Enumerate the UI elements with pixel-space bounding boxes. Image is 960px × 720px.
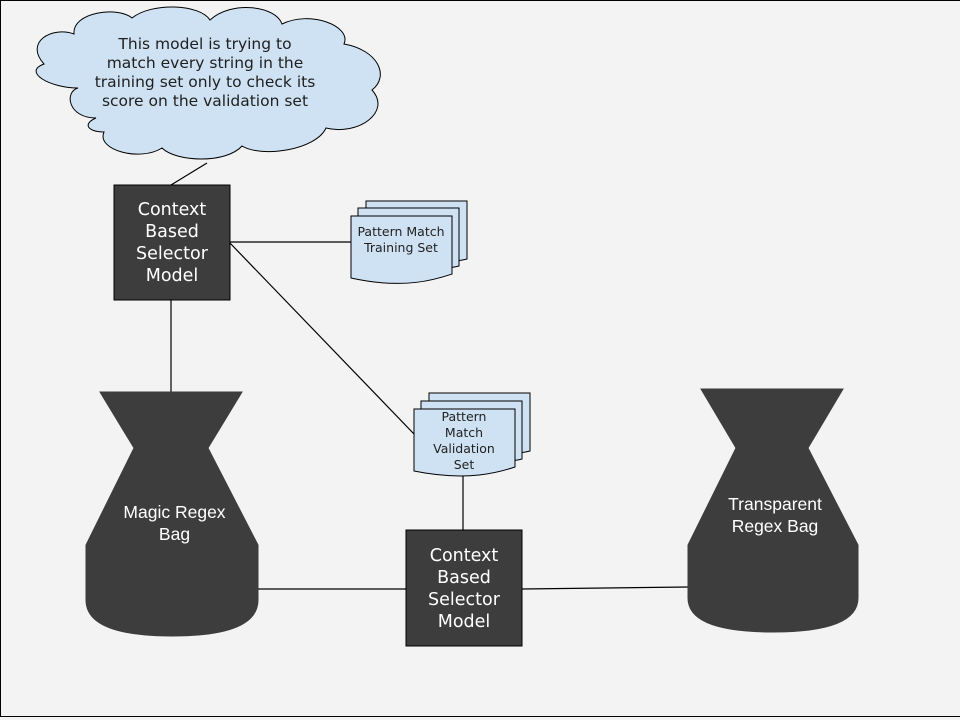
doc-validation-label: Pattern Match Validation Set (433, 409, 495, 472)
doc-training-shape (350, 200, 468, 284)
connector-model-validation (228, 241, 415, 435)
connector-model-transparent-bag (521, 586, 689, 590)
connectors (170, 162, 689, 590)
doc-validation-shape (413, 392, 531, 477)
model-top-label: Context Based Selector Model (136, 200, 208, 286)
bag-magic-label: Magic Regex Bag (123, 502, 226, 544)
model-bottom-box (405, 529, 523, 647)
doc-training-label: Pattern Match Training Set (357, 224, 445, 255)
model-top-box (113, 184, 231, 301)
bag-transparent-shape (687, 388, 859, 633)
connector-cloud-model (170, 162, 208, 186)
cloud-shape (35, 6, 381, 160)
bag-magic-shape (85, 391, 259, 637)
bag-transparent-label: Transparent Regex Bag (728, 494, 822, 536)
cloud-callout-text: This model is trying to match every stri… (94, 35, 316, 110)
model-bottom-label: Context Based Selector Model (428, 546, 500, 632)
